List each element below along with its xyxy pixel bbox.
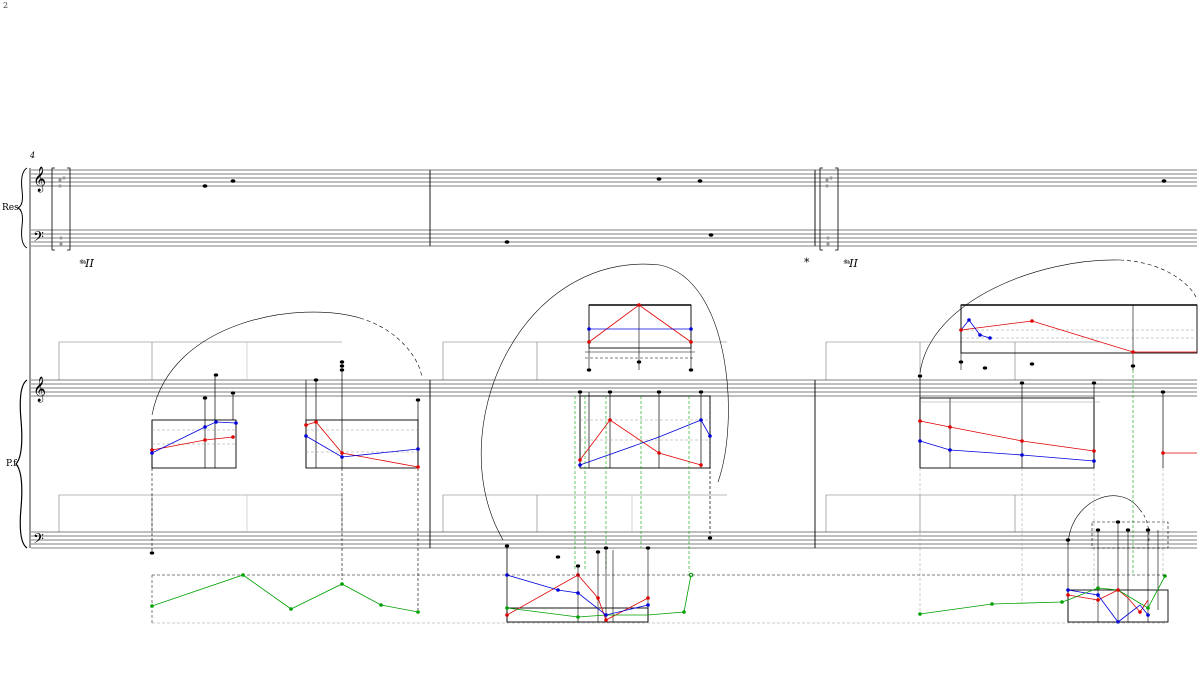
m3-points	[918, 318, 1165, 463]
res-bracket-left	[51, 167, 71, 251]
cluster-noteheads	[58, 176, 833, 246]
pf-m2-upper	[577, 304, 713, 540]
treble-clef-icon: 𝄞	[33, 166, 46, 192]
page-number: 2	[3, 1, 9, 10]
m2b-green-line	[506, 574, 692, 618]
instrument-label-res: Res.	[2, 203, 22, 213]
m3b-green-line	[1067, 575, 1166, 609]
m2b-red-line	[506, 574, 649, 621]
pf-treble-staff	[31, 379, 1197, 397]
m1b-blue-line	[305, 435, 419, 458]
res-brace	[16, 167, 28, 249]
m1-points	[150, 420, 420, 469]
res-notes	[202, 177, 1167, 244]
m3b-points	[1066, 574, 1167, 624]
m1-red-line	[151, 436, 234, 451]
m3-top-blue	[960, 319, 991, 339]
pf-brace	[15, 379, 28, 549]
m1b-red-line	[305, 421, 419, 468]
res-treble-staff	[31, 169, 1197, 187]
bass-clef-icon: 𝄢	[33, 229, 44, 249]
pf-barlines	[429, 380, 816, 548]
m2-top-red	[588, 304, 692, 343]
res-bass-staff	[31, 229, 1197, 247]
treble-clef-icon: 𝄞	[33, 376, 46, 402]
green-points	[150, 573, 1064, 616]
m1-blue-line	[151, 421, 237, 454]
frame-guides	[58, 341, 1100, 532]
bass-clef-icon: 𝄢	[33, 531, 44, 551]
m3-grey-guides	[919, 468, 1164, 614]
slurs	[151, 259, 1198, 546]
m2-blue-line	[579, 419, 711, 466]
m3-blue-line	[919, 440, 1095, 462]
res-bracket-right	[819, 167, 839, 251]
pedal-marking: 𝆮II	[842, 257, 858, 270]
bottom-lane-guides	[151, 574, 1165, 624]
measure-number: 4	[30, 151, 36, 160]
instrument-label-pf: P.f.	[6, 459, 19, 469]
m3-top-red	[960, 320, 1197, 353]
m3b-red-line	[1067, 589, 1149, 613]
pedal-marking: 𝆮II	[78, 257, 94, 270]
pf-bass-staff	[31, 531, 1197, 549]
pf-m3-upper	[917, 304, 1198, 469]
m2-green-guides	[574, 396, 690, 572]
m2-red-line	[579, 419, 702, 466]
m3-red-line	[919, 420, 1095, 452]
m2-points	[578, 303, 712, 467]
res-barlines	[429, 170, 816, 246]
m2b-points	[505, 572, 694, 622]
pedal-release-marking: *	[804, 256, 810, 269]
m3-green-line	[919, 599, 1069, 615]
m1-green-line	[151, 574, 419, 613]
pf-m1-notes	[149, 360, 421, 610]
pf-m3-lower	[1065, 520, 1169, 623]
